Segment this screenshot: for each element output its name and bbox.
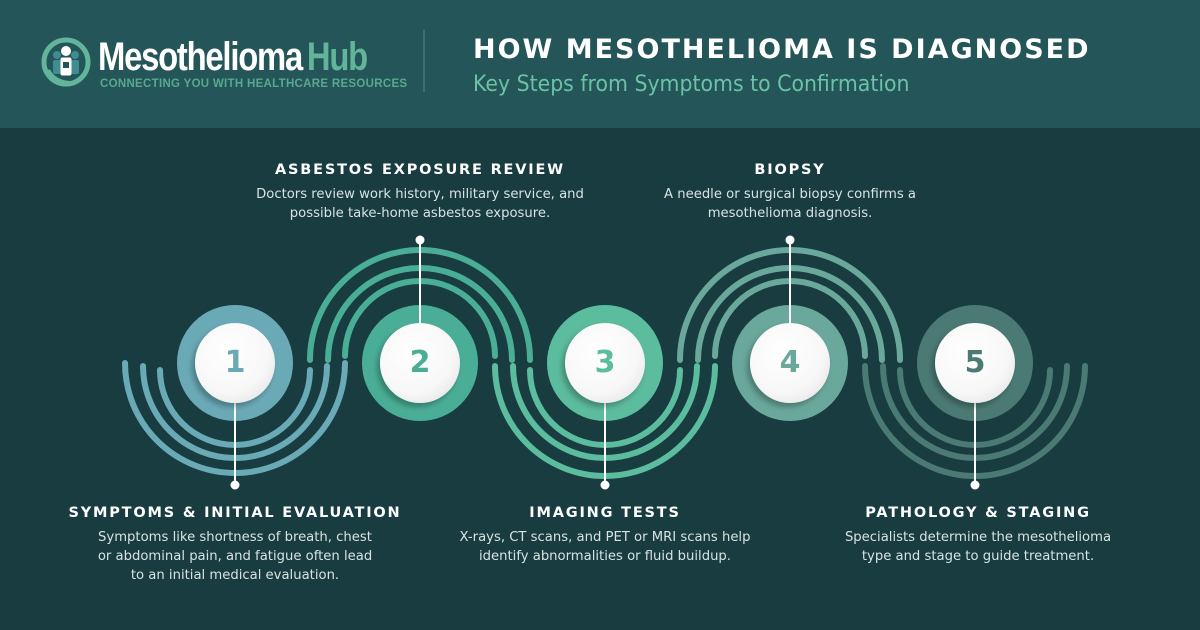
step-1-title: SYMPTOMS & INITIAL EVALUATION: [68, 505, 402, 521]
step-3-disc: [565, 323, 645, 403]
step-2-description: Doctors review work history, military se…: [256, 187, 584, 221]
logo-tagline: CONNECTING YOU WITH HEALTHCARE RESOURCES: [100, 78, 408, 90]
page-subtitle: Key Steps from Symptoms to Confirmation: [473, 72, 910, 97]
step-5-disc: [935, 323, 1015, 403]
step-3-description: X-rays, CT scans, and PET or MRI scans h…: [459, 530, 751, 564]
step-4-label: BIOPSY A needle or surgical biopsy confi…: [590, 162, 990, 223]
step-4-title: BIOPSY: [754, 162, 826, 178]
step-2-disc: [380, 323, 460, 403]
step-1-disc: [195, 323, 275, 403]
step-1-description: Symptoms like shortness of breath, chest…: [97, 530, 373, 583]
logo-name-primary: Mesothelioma: [98, 35, 303, 79]
step-4-description: A needle or surgical biopsy confirms a m…: [664, 187, 916, 221]
people-circle-icon: [41, 37, 91, 87]
step-2-title: ASBESTOS EXPOSURE REVIEW: [275, 162, 565, 178]
step-2-number: 2: [409, 345, 431, 380]
header-divider: [423, 30, 425, 92]
step-4-number: 4: [779, 345, 801, 380]
connector-dots: [230, 235, 980, 490]
diagnosis-steps-diagram: [122, 235, 1088, 490]
step-5-label: PATHOLOGY & STAGING Specialists determin…: [778, 505, 1178, 566]
step-3-number: 3: [594, 345, 616, 380]
page-title: HOW MESOTHELIOMA IS DIAGNOSED: [473, 34, 1091, 65]
step-1-number: 1: [224, 345, 246, 380]
step-1-label: SYMPTOMS & INITIAL EVALUATION Symptoms l…: [35, 505, 435, 585]
step-5-number: 5: [964, 345, 986, 380]
logo-name-accent: Hub: [306, 35, 368, 79]
step-4-disc: [750, 323, 830, 403]
step-2-label: ASBESTOS EXPOSURE REVIEW Doctors review …: [220, 162, 620, 223]
step-5-description: Specialists determine the mesothelioma t…: [844, 530, 1112, 564]
step-3-label: IMAGING TESTS X-rays, CT scans, and PET …: [405, 505, 805, 566]
step-5-title: PATHOLOGY & STAGING: [865, 505, 1091, 521]
step-3-title: IMAGING TESTS: [529, 505, 681, 521]
